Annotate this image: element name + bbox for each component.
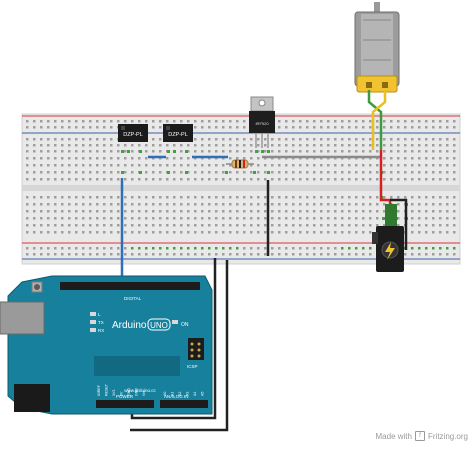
motor-lead-green xyxy=(367,90,383,150)
dc-barrel-jack xyxy=(14,384,50,412)
pin-label: A5 xyxy=(201,392,205,396)
transistor-label: IRF520 xyxy=(255,121,269,126)
pin-label: GND xyxy=(127,388,131,396)
rx-label: RX xyxy=(98,328,104,333)
usb-port xyxy=(0,301,45,335)
resistor xyxy=(226,159,254,169)
analog-header xyxy=(160,400,208,408)
pin-label: Vin xyxy=(142,391,146,396)
switch-label: DZP-PL xyxy=(123,132,143,138)
power-header xyxy=(96,400,154,408)
pin-label: 5V xyxy=(120,391,124,396)
arduino-brand: Arduino xyxy=(112,320,147,331)
pin-label: A4 xyxy=(193,392,197,396)
black-wire-jack xyxy=(390,198,408,250)
analog-label: ANALOG IN xyxy=(164,394,189,399)
fritzing-logo-icon: f xyxy=(414,431,425,441)
icsp-label: ICSP xyxy=(187,364,198,369)
digital-label: DIGITAL xyxy=(124,296,142,301)
pin-label: A0 xyxy=(163,392,167,396)
icsp-header xyxy=(188,338,204,360)
dc-motor xyxy=(354,2,400,93)
footer: Made with f Fritzing.org xyxy=(376,431,468,441)
on-label: ON xyxy=(181,322,189,328)
pin-label: A1 xyxy=(171,392,175,396)
black-ground-wire xyxy=(130,260,229,432)
pin-label: RESET xyxy=(105,383,109,396)
arduino-uno-board: Arduino UNO ON L TX RX DIGITAL ICSP www.… xyxy=(0,275,213,415)
arduino-model: UNO xyxy=(150,321,168,330)
tactile-switch: DZP-PL xyxy=(163,124,193,142)
pin-label: IOREF xyxy=(97,384,101,396)
l-label: L xyxy=(98,312,101,317)
made-with-text: Made with xyxy=(375,431,412,441)
pin-label: 3V3 xyxy=(112,390,116,396)
switch-label: DZP-PL xyxy=(168,132,188,138)
transistor: IRF520 xyxy=(249,96,275,148)
breadboard-center-channel xyxy=(22,185,460,191)
dc-power-jack xyxy=(372,204,404,272)
tactile-switch: DZP-PL xyxy=(118,124,148,142)
pin-label: A2 xyxy=(178,392,182,396)
pin-label: GND xyxy=(135,388,139,396)
power-label: POWER xyxy=(116,394,134,399)
pin-label: A3 xyxy=(186,392,190,396)
digital-header xyxy=(60,282,200,290)
arduino-url: www.arduino.cc xyxy=(124,388,156,393)
motor-lead-yellow xyxy=(371,90,387,150)
fritzing-brand: Fritzing.org xyxy=(427,431,468,441)
tx-label: TX xyxy=(98,320,104,325)
